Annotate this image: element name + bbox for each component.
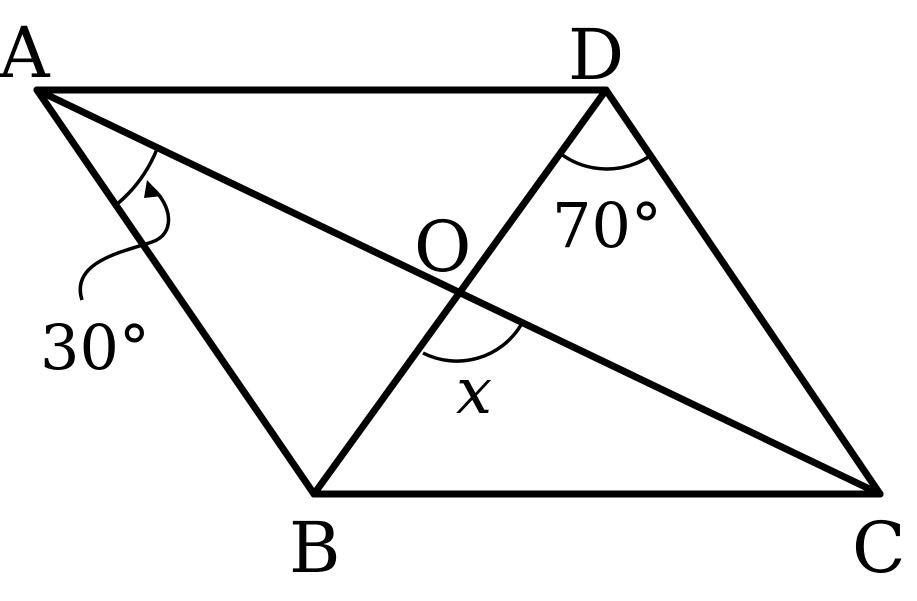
angle-label-x: x — [456, 355, 492, 429]
angle-label-A: 30° — [40, 311, 150, 384]
vertex-label-D: D — [568, 14, 624, 96]
angle-A-arrowhead-icon — [144, 180, 162, 198]
angle-arc-A — [114, 148, 159, 207]
vertex-label-A: A — [0, 12, 51, 94]
side-DC — [602, 86, 884, 498]
angle-label-D: 70° — [552, 189, 662, 262]
angle-arc-D — [559, 152, 651, 171]
vertex-label-B: B — [289, 507, 340, 589]
angle-A-leader-arrow — [78, 186, 171, 301]
vertex-label-O: O — [414, 206, 471, 288]
angle-arc-x — [422, 324, 523, 363]
vertex-label-C: C — [852, 507, 906, 589]
diagonal-BD — [310, 86, 610, 498]
side-AB — [33, 86, 318, 498]
